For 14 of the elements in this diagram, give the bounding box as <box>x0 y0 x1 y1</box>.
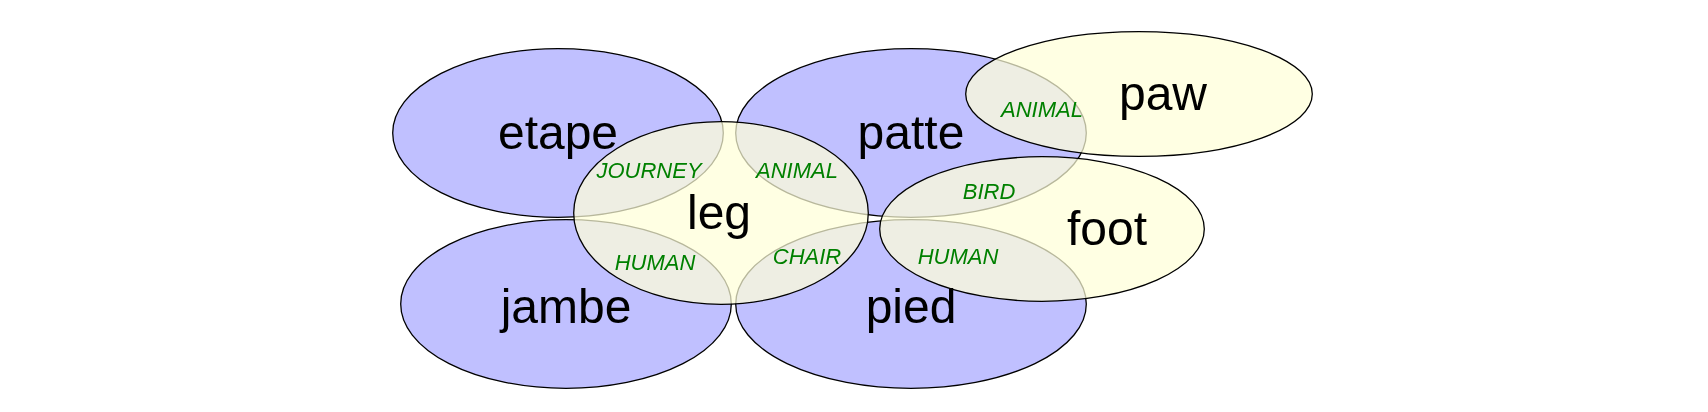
node-label: patte <box>857 109 965 157</box>
node-label: pied <box>865 283 957 331</box>
node-label: jambe <box>500 283 632 331</box>
overlap-label: CHAIR <box>772 246 842 268</box>
overlap-label: ANIMAL <box>1001 99 1083 121</box>
node-label: paw <box>1118 70 1208 118</box>
node-label: foot <box>1066 205 1148 253</box>
node-label: etape <box>497 109 619 157</box>
overlap-label: JOURNEY <box>596 160 702 182</box>
node-label: leg <box>686 189 752 237</box>
overlap-label: HUMAN <box>614 252 696 274</box>
overlap-label: ANIMAL <box>756 160 838 182</box>
overlap-label: BIRD <box>962 181 1016 203</box>
overlap-label: HUMAN <box>917 246 999 268</box>
